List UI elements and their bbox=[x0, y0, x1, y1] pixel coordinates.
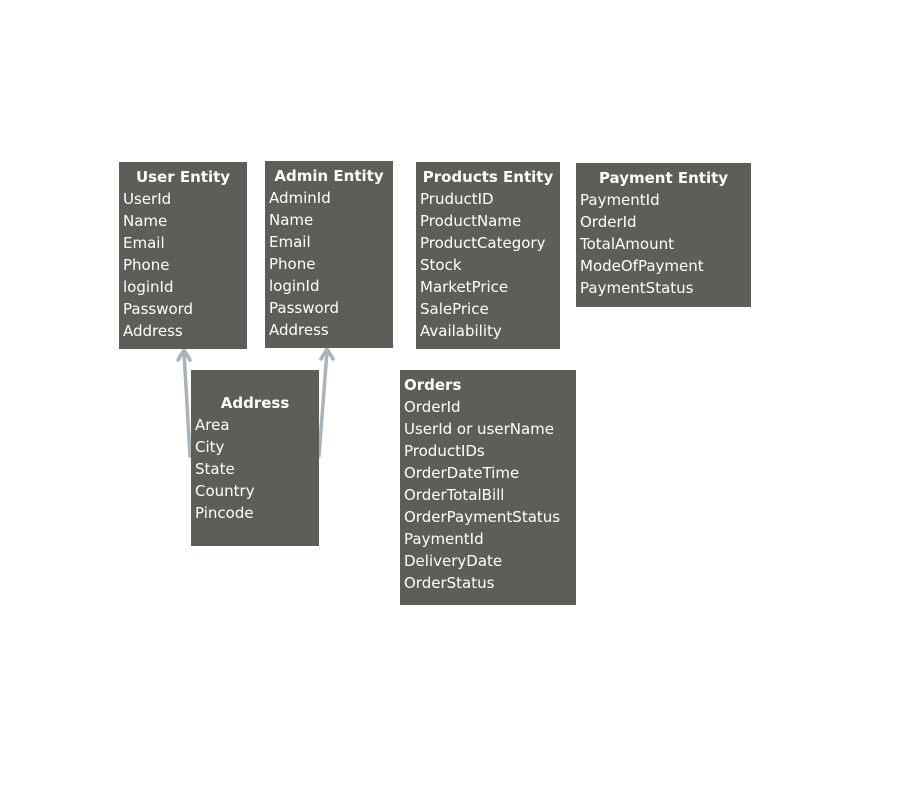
entity-field: State bbox=[195, 460, 235, 478]
entity-field: Phone bbox=[269, 255, 316, 273]
entity-field: Password bbox=[123, 300, 194, 318]
admin-entity-box: Admin Entity AdminId Name Email Phone lo… bbox=[265, 161, 393, 348]
entity-field: Password bbox=[269, 299, 340, 317]
entity-field: loginId bbox=[123, 278, 174, 296]
entity-field: OrderDateTime bbox=[404, 464, 520, 482]
entity-field: OrderTotalBill bbox=[404, 486, 505, 504]
payment-entity-box: Payment Entity PaymentId OrderId TotalAm… bbox=[576, 163, 751, 307]
entity-field: Country bbox=[195, 482, 255, 500]
orders-entity-box: Orders OrderId UserId or userName Produc… bbox=[400, 370, 576, 605]
arrow-head-admin bbox=[319, 347, 335, 361]
entity-title: Address bbox=[220, 394, 290, 412]
entity-field: Address bbox=[269, 321, 329, 339]
entity-field: PruductID bbox=[420, 190, 494, 208]
user-entity-box: User Entity UserId Name Email Phone logi… bbox=[119, 162, 247, 349]
entity-title: Admin Entity bbox=[274, 167, 384, 185]
entity-field: OrderId bbox=[404, 398, 461, 416]
entity-field: Area bbox=[195, 416, 230, 434]
entity-title: Orders bbox=[404, 376, 462, 394]
entity-field: Phone bbox=[123, 256, 170, 274]
entity-title: Products Entity bbox=[422, 168, 554, 186]
entity-field: PaymentId bbox=[580, 191, 660, 209]
arrow-address-to-admin bbox=[317, 349, 329, 458]
entity-field: SalePrice bbox=[420, 300, 489, 318]
entity-title: Payment Entity bbox=[598, 169, 729, 187]
entity-field: AdminId bbox=[269, 189, 331, 207]
entity-field: City bbox=[195, 438, 225, 456]
entity-field: Pincode bbox=[195, 504, 254, 522]
entity-field: ProductIDs bbox=[404, 442, 485, 460]
entity-field: Stock bbox=[420, 256, 462, 274]
entity-field: PaymentId bbox=[404, 530, 484, 548]
entity-title: User Entity bbox=[135, 168, 231, 186]
entity-field: MarketPrice bbox=[420, 278, 509, 296]
entity-field: TotalAmount bbox=[580, 235, 674, 253]
entity-field: DeliveryDate bbox=[404, 552, 503, 570]
entity-field: OrderId bbox=[580, 213, 637, 231]
entity-field: loginId bbox=[269, 277, 320, 295]
entity-field: ProductName bbox=[420, 212, 522, 230]
entity-field: Address bbox=[123, 322, 183, 340]
entity-field: Email bbox=[269, 233, 311, 251]
entity-field: Email bbox=[123, 234, 165, 252]
address-entity-box: Address Area City State Country Pincode bbox=[191, 370, 319, 546]
entity-field: UserId or userName bbox=[404, 420, 554, 438]
entity-field: PaymentStatus bbox=[580, 279, 694, 297]
entity-field: ProductCategory bbox=[420, 234, 546, 252]
products-entity-box: Products Entity PruductID ProductName Pr… bbox=[416, 162, 560, 349]
entity-field: OrderStatus bbox=[404, 574, 495, 592]
entity-field: Name bbox=[269, 211, 314, 229]
entity-field: Name bbox=[123, 212, 168, 230]
entity-field: ModeOfPayment bbox=[580, 257, 704, 275]
entity-field: OrderPaymentStatus bbox=[404, 508, 561, 526]
arrow-head-user bbox=[176, 348, 192, 362]
arrow-address-to-user bbox=[182, 350, 192, 458]
entity-field: Availability bbox=[420, 322, 502, 340]
entity-field: UserId bbox=[123, 190, 172, 208]
